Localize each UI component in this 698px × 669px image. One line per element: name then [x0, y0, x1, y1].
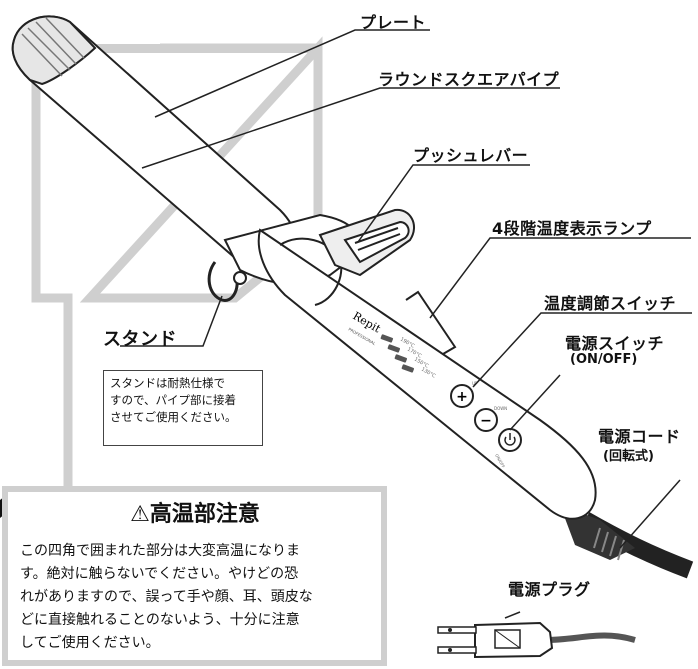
tip-grip-lines [21, 17, 85, 77]
label-push-lever: プッシュレバー [413, 146, 529, 165]
stand [207, 261, 247, 302]
temp-up-button: + [450, 384, 474, 408]
stand-note-line: させてご使用ください。 [110, 410, 237, 424]
label-lamp: 4段階温度表示ランプ [492, 219, 652, 238]
down-label: DOWN [494, 406, 507, 411]
lamp-bracket [405, 290, 457, 355]
warning-box: ⚠高温部注意 この四角で囲まれた部分は大変高温になりま す。絶対に触らないでくだ… [2, 486, 387, 666]
label-power-switch: 電源スイッチ [565, 334, 665, 353]
label-plug: 電源プラグ [508, 580, 591, 599]
warning-line: す。絶対に触らないでください。やけどの恐 [20, 566, 299, 582]
warning-line: この四角で囲まれた部分は大変高温になりま [20, 543, 300, 559]
warning-line: れがありますので、誤って手や顔、耳、頭皮な [20, 589, 313, 605]
warning-text: この四角で囲まれた部分は大変高温になりま す。絶対に触らないでください。やけどの… [20, 540, 380, 655]
push-lever [318, 208, 415, 277]
temp-down-button: − [474, 408, 498, 432]
leader-lines [120, 29, 692, 619]
label-cord: 電源コード [598, 427, 681, 446]
power-button [498, 428, 522, 452]
label-pipe: ラウンドスクエアパイプ [378, 70, 560, 89]
temp-lamp [380, 334, 394, 343]
temp-lamp [394, 354, 408, 363]
cord-ribs [593, 527, 625, 561]
svg-text:−: − [480, 413, 492, 429]
power-plug [437, 621, 636, 659]
stand-note-line: スタンドは耐熱仕様で [110, 376, 225, 390]
temperature-lamps [380, 334, 415, 373]
temp-lamp [387, 344, 401, 353]
warning-line: してご使用ください。 [20, 635, 160, 651]
temp-lamp [401, 364, 415, 373]
label-power-switch-sub: (ON/OFF) [570, 352, 638, 367]
svg-text:+: + [456, 389, 468, 405]
label-stand: スタンド [103, 329, 177, 350]
label-cord-sub: (回転式) [603, 449, 654, 464]
label-plate: プレート [360, 13, 427, 32]
label-temp-switch: 温度調節スイッチ [544, 294, 677, 313]
high-temp-frame-top [36, 44, 318, 53]
warning-title: ⚠高温部注意 [26, 496, 364, 528]
stand-note: スタンドは耐熱仕様で すので、パイプ部に接着 させてご使用ください。 [103, 370, 263, 446]
stand-note-line: すので、パイプ部に接着 [110, 393, 237, 407]
warning-line: どに直接触れることのないよう、十分に注意 [20, 612, 300, 628]
up-label: UP [472, 381, 478, 386]
